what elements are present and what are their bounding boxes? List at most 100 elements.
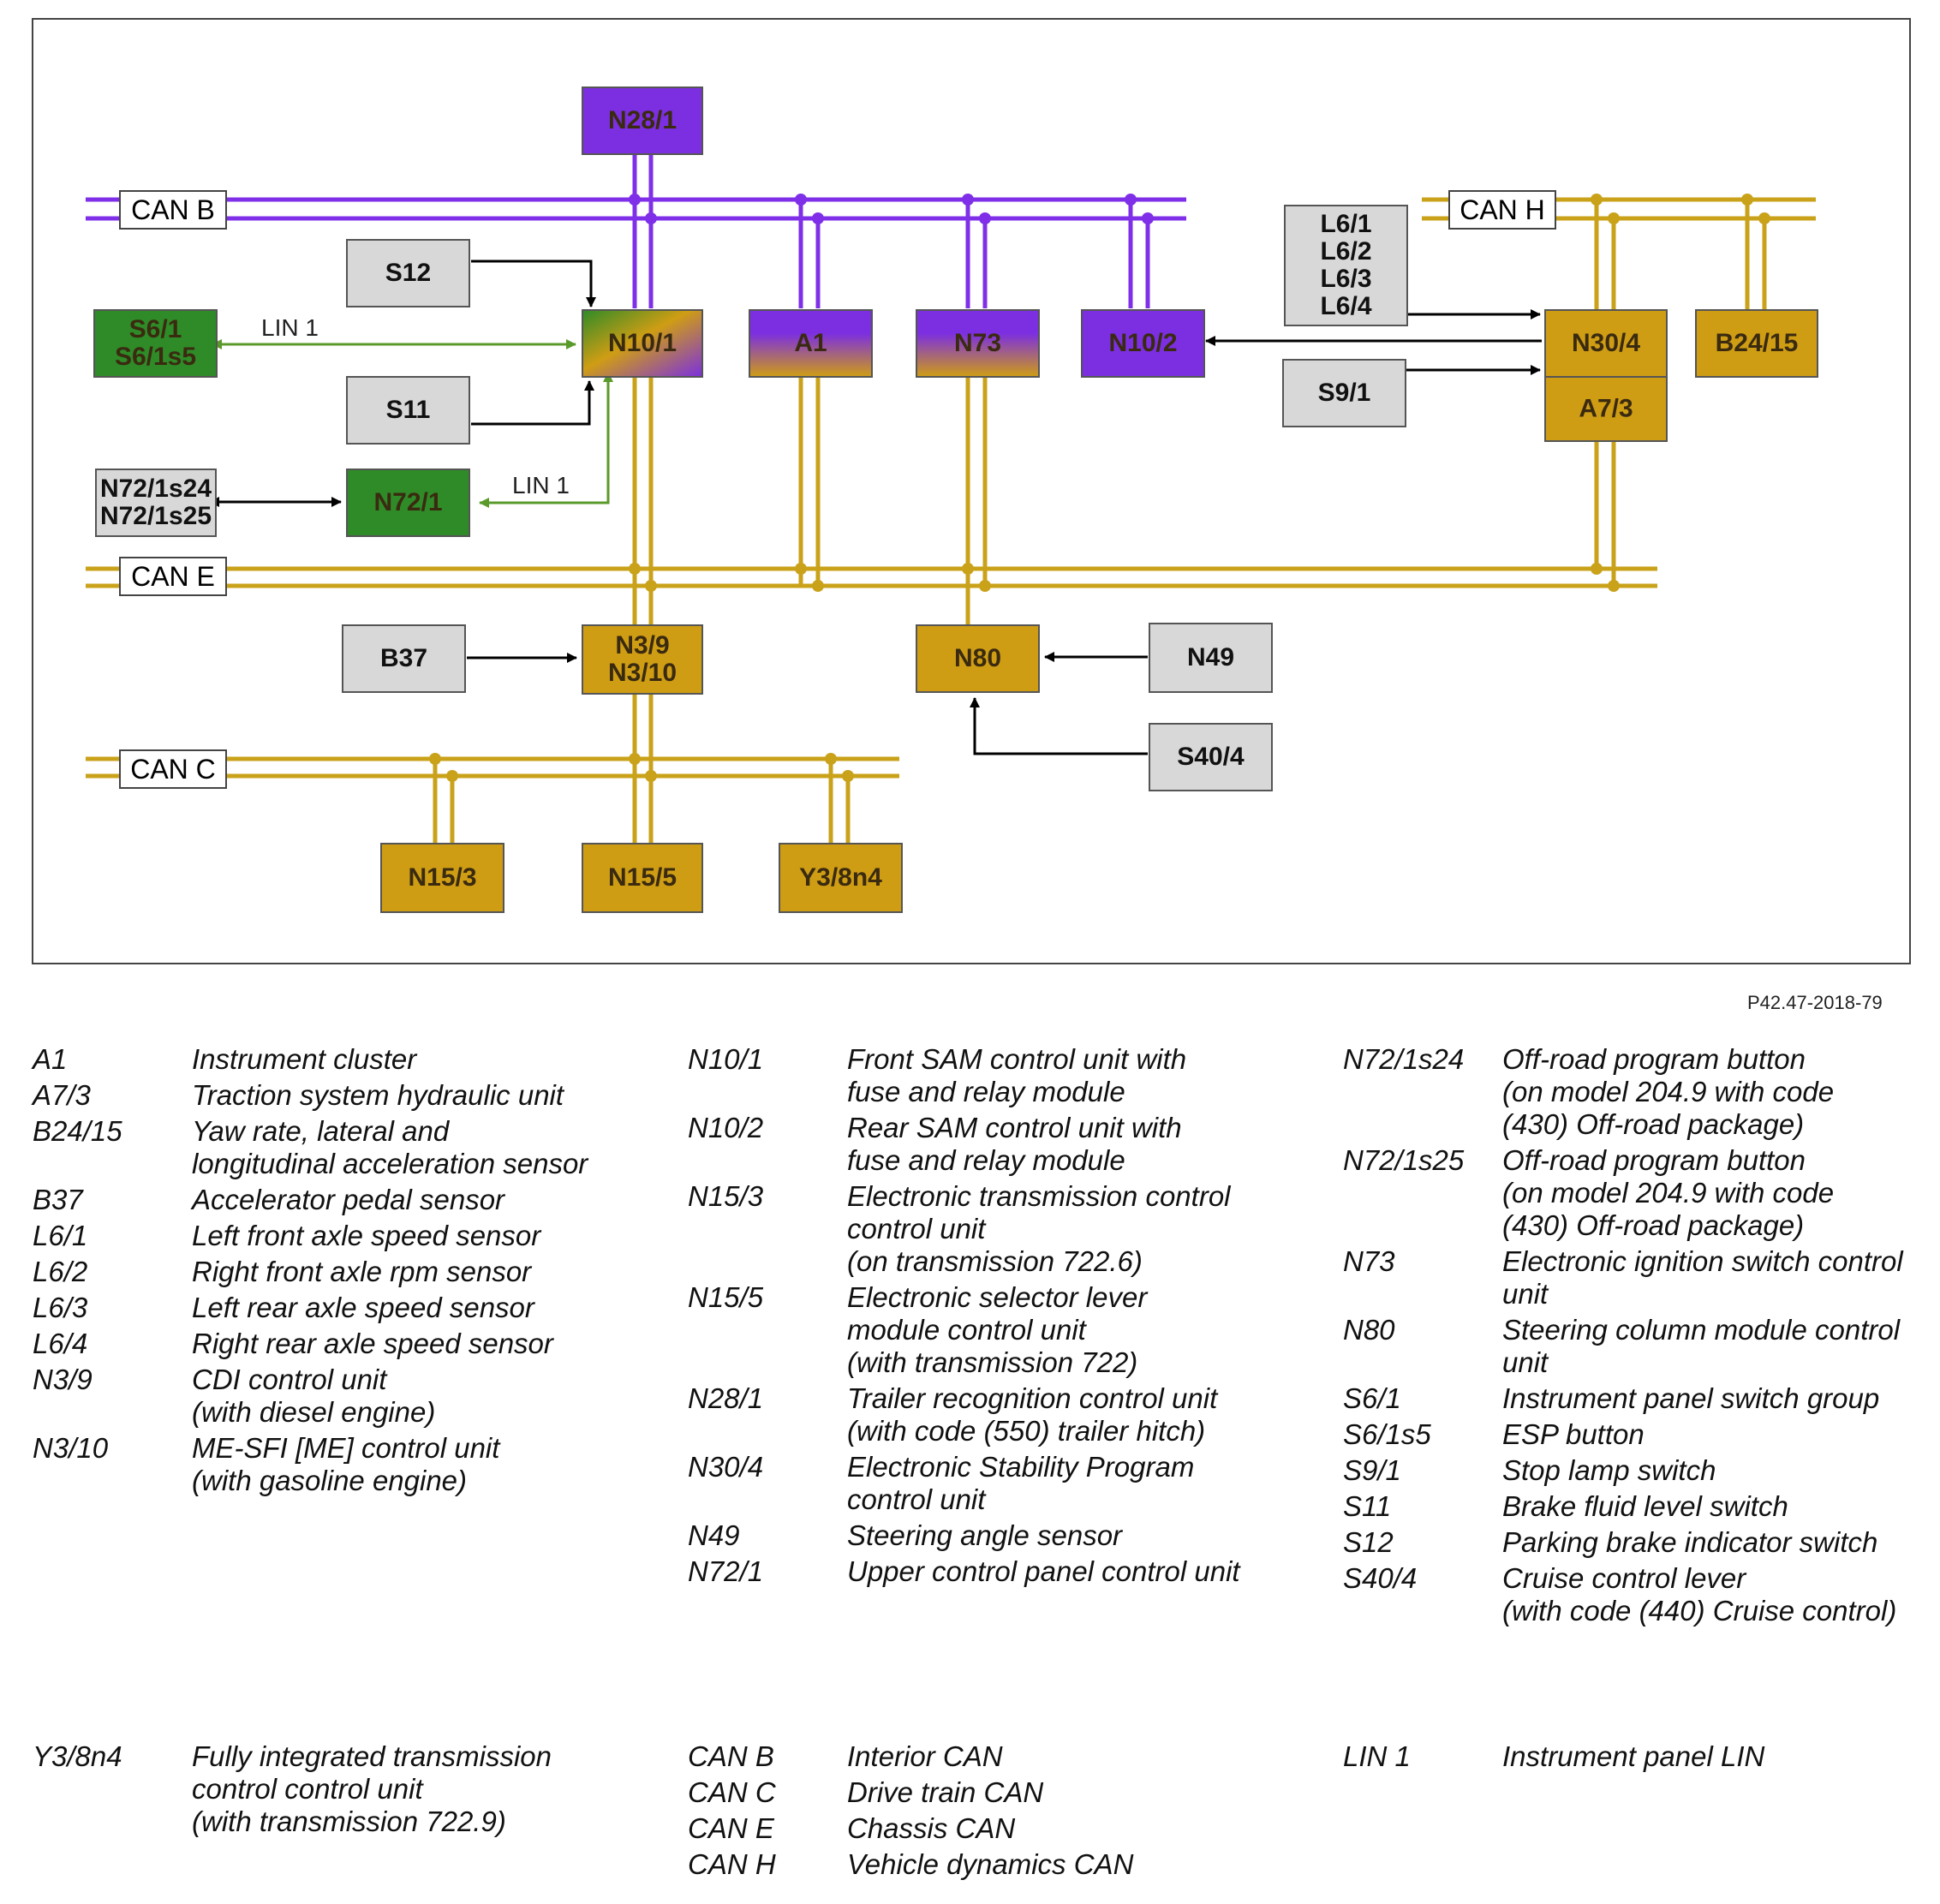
- lin1-label-top: LIN 1: [261, 314, 319, 341]
- legend-code: S9/1: [1343, 1454, 1401, 1486]
- legend-row: N10/2 Rear SAM control unit with fuse and…: [688, 1112, 1304, 1177]
- legend-description: Trailer recognition control unit (with c…: [847, 1382, 1218, 1447]
- legend-row: A1 Instrument cluster: [33, 1043, 649, 1076]
- legend-row: B37 Accelerator pedal sensor: [33, 1184, 649, 1216]
- can-c-label: CAN C: [119, 749, 227, 789]
- legend-description: Traction system hydraulic unit: [192, 1079, 564, 1111]
- legend-code: B37: [33, 1184, 83, 1215]
- legend-code: CAN E: [688, 1812, 774, 1844]
- legend-code: N80: [1343, 1314, 1395, 1346]
- figure-code: P42.47-2018-79: [1747, 992, 1883, 1013]
- module-label: S6/1s5: [115, 343, 196, 371]
- legend-code: A7/3: [33, 1079, 91, 1111]
- lin1-label-bottom: LIN 1: [512, 472, 570, 498]
- legend-code: N15/5: [688, 1281, 764, 1313]
- legend-description: Vehicle dynamics CAN: [847, 1848, 1134, 1880]
- module-label: S12: [385, 259, 431, 287]
- legend-row: CAN H Vehicle dynamics CAN: [688, 1848, 1304, 1881]
- legend-code: S40/4: [1343, 1562, 1418, 1594]
- module-label: L6/4: [1320, 292, 1371, 320]
- legend-code: S6/1: [1343, 1382, 1401, 1414]
- legend-code: N49: [688, 1519, 740, 1551]
- module-label: N73: [954, 329, 1001, 357]
- legend-code: CAN H: [688, 1848, 776, 1880]
- legend-code: N3/10: [33, 1432, 109, 1464]
- svg-text:CAN H: CAN H: [1459, 194, 1545, 225]
- module-label: S9/1: [1318, 379, 1371, 407]
- module-n10-1: N10/1: [582, 309, 703, 378]
- module-b37: B37: [342, 624, 466, 693]
- legend-code: L6/2: [33, 1256, 88, 1287]
- legend-description: Steering column module control unit: [1502, 1314, 1901, 1378]
- module-n80: N80: [916, 624, 1040, 693]
- legend-description: Parking brake indicator switch: [1502, 1526, 1878, 1558]
- legend-description: Brake fluid level switch: [1502, 1490, 1788, 1522]
- module-label: N72/1: [373, 488, 442, 516]
- legend-row: N72/1 Upper control panel control unit: [688, 1555, 1304, 1588]
- legend-code: LIN 1: [1343, 1740, 1411, 1772]
- legend-description: ESP button: [1502, 1418, 1645, 1450]
- svg-text:CAN C: CAN C: [130, 754, 216, 785]
- module-label: L6/1: [1320, 210, 1371, 238]
- module-label: L6/3: [1320, 265, 1371, 293]
- legend-description: Right front axle rpm sensor: [192, 1256, 532, 1287]
- lin1-lines: [212, 339, 613, 508]
- module-label: A7/3: [1579, 394, 1633, 422]
- legend-description: Off-road program button (on model 204.9 …: [1502, 1144, 1835, 1241]
- legend-code: L6/4: [33, 1328, 88, 1359]
- svg-text:CAN B: CAN B: [131, 194, 215, 225]
- legend-description: Yaw rate, lateral and longitudinal accel…: [192, 1115, 588, 1179]
- legend-code: N72/1s24: [1343, 1043, 1465, 1075]
- module-label: Y3/8n4: [799, 863, 882, 892]
- legend-description: Left front axle speed sensor: [192, 1220, 541, 1251]
- legend-description: Upper control panel control unit: [847, 1555, 1240, 1587]
- module-label: N72/1s24: [100, 475, 212, 503]
- legend-description: Electronic transmission control control …: [847, 1180, 1231, 1277]
- module-label: S6/1: [129, 315, 182, 343]
- module-n30-4: N30/4: [1544, 309, 1668, 378]
- legend-description: Rear SAM control unit with fuse and rela…: [847, 1112, 1182, 1176]
- legend-description: Interior CAN: [847, 1740, 1003, 1772]
- signal-arrows: [209, 260, 1542, 755]
- module-label: N49: [1187, 643, 1234, 671]
- module-label: N3/9: [615, 631, 669, 660]
- network-diagram: CAN B CAN H CAN E CAN C LIN 1 LIN 1 N28/…: [32, 18, 1911, 964]
- module-s9-1: S9/1: [1282, 359, 1406, 427]
- legend-code: N10/2: [688, 1112, 764, 1143]
- legend-description: Left rear axle speed sensor: [192, 1292, 534, 1323]
- legend-description: Instrument cluster: [192, 1043, 417, 1075]
- module-label: N80: [954, 644, 1001, 672]
- legend-code: N72/1: [688, 1555, 764, 1587]
- can-e-label: CAN E: [119, 557, 227, 596]
- legend-description: Cruise control lever (with code (440) Cr…: [1502, 1562, 1897, 1626]
- module-label: A1: [794, 329, 827, 357]
- legend-description: Accelerator pedal sensor: [192, 1184, 505, 1215]
- module-label: N10/2: [1108, 329, 1177, 357]
- can-h-label: CAN H: [1448, 190, 1556, 230]
- module-s12: S12: [346, 239, 470, 307]
- module-a7-3: A7/3: [1544, 376, 1668, 442]
- module-n10-2: N10/2: [1081, 309, 1205, 378]
- module-s40-4: S40/4: [1149, 723, 1273, 791]
- legend-code: A1: [33, 1043, 68, 1075]
- legend-row: L6/2 Right front axle rpm sensor: [33, 1256, 649, 1288]
- legend-description: CDI control unit (with diesel engine): [192, 1364, 436, 1428]
